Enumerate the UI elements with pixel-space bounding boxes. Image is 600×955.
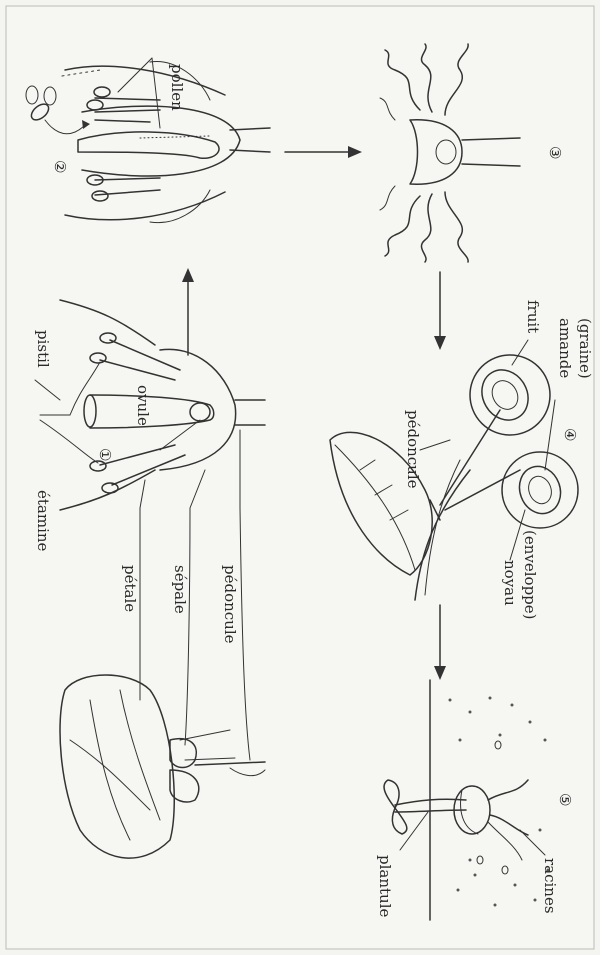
label-petale: pétale	[121, 565, 139, 612]
label-ovule: ovule	[134, 385, 152, 426]
stage-number-2: ②	[51, 160, 69, 173]
label-etamine: étamine	[34, 490, 52, 552]
stage-number-5: ⑤	[556, 793, 574, 806]
label-racines: racines	[541, 858, 559, 914]
label-pollen: pollen	[168, 64, 186, 111]
label-graine: (graine)	[576, 318, 594, 379]
label-pedoncule-flower: pédoncule	[221, 565, 239, 644]
label-plantule: plantule	[376, 855, 394, 917]
label-enveloppe: (enveloppe)	[521, 530, 539, 620]
stage-number-4: ④	[561, 428, 579, 441]
stage-number-3: ③	[546, 146, 564, 159]
label-pistil: pistil	[34, 330, 52, 368]
label-sepale: sépale	[171, 565, 189, 614]
label-noyau: noyau	[501, 560, 519, 606]
label-amande: amande	[556, 318, 574, 378]
label-fruit: fruit	[524, 300, 542, 333]
stage-number-1: ①	[96, 448, 114, 461]
label-pedoncule-fruit: pédoncule	[404, 410, 422, 489]
